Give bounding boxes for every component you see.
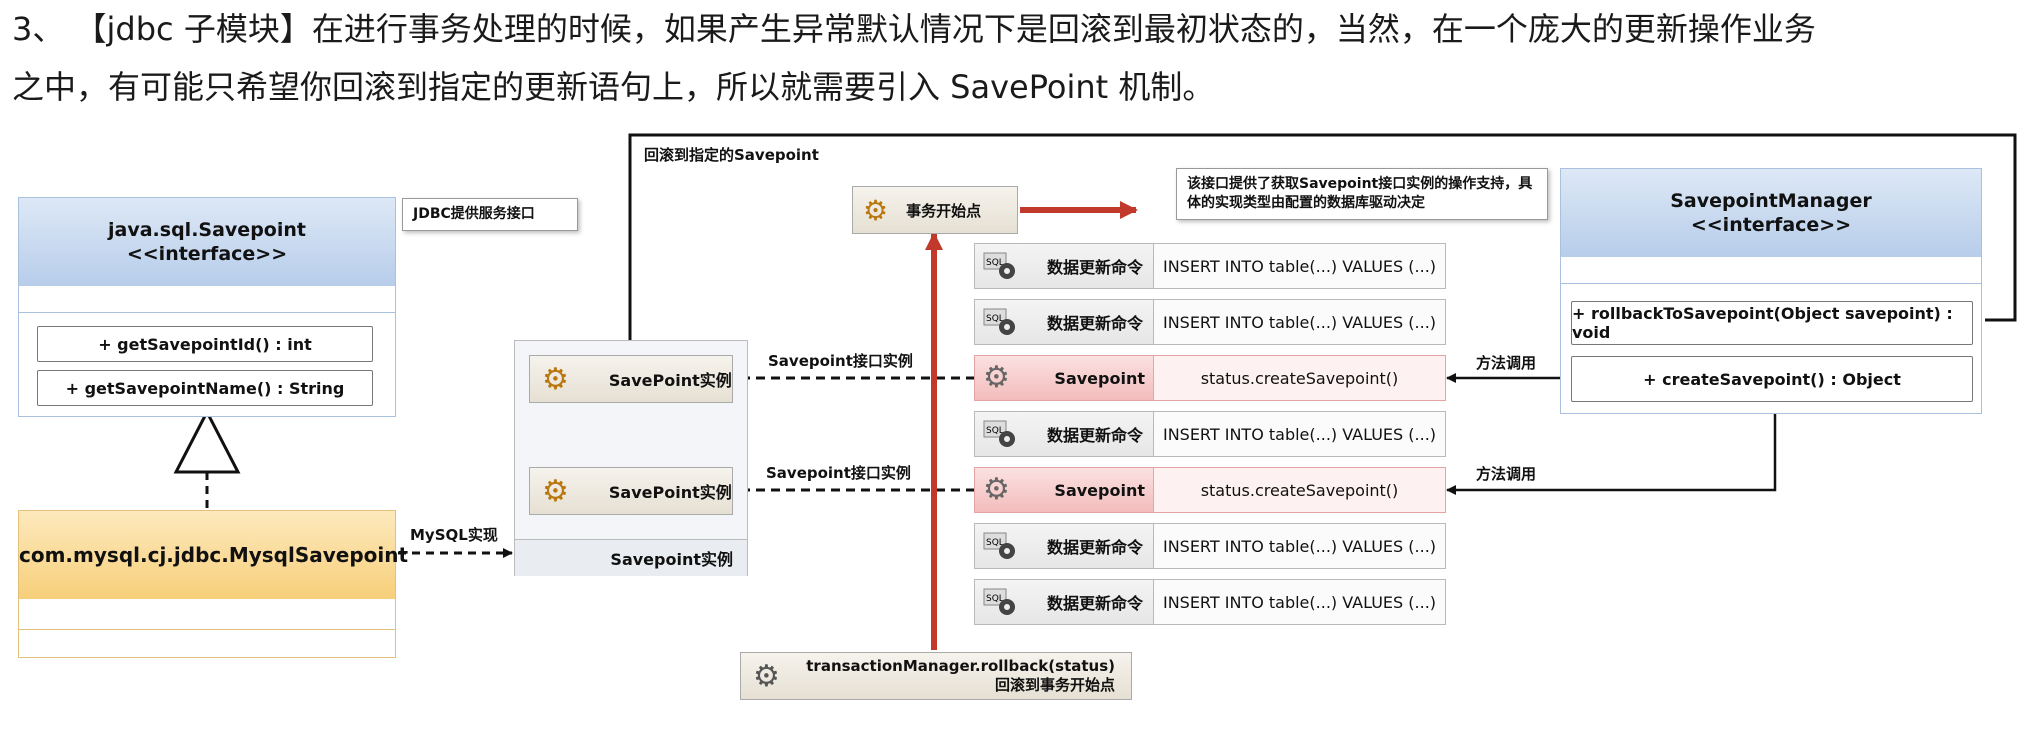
command-row-sql: INSERT INTO table(...) VALUES (...)	[1154, 300, 1445, 344]
method-get-savepoint-id: + getSavepointId() : int	[37, 326, 373, 362]
monitor-gear-icon: ⚙	[753, 659, 780, 694]
mysql-savepoint-attrs	[19, 599, 395, 630]
mysql-savepoint-class: com.mysql.cj.jdbc.MysqlSavepoint	[18, 510, 408, 658]
jdbc-callout: JDBC提供服务接口	[402, 198, 578, 231]
savepoint-row-sql: status.createSavepoint()	[1154, 356, 1445, 400]
savepoint-manager-attrs	[1561, 257, 1981, 284]
savepoint-interface-attrs	[19, 286, 395, 313]
savepoint-manager-stereotype: <<interface>>	[1690, 214, 1852, 236]
rollback-text: transactionManager.rollback(status) 回滚到事…	[806, 657, 1115, 695]
savepoint-row: ⚙ Savepoint status.createSavepoint()	[974, 355, 1446, 401]
instances-container: ⚙ SavePoint实例 ⚙ SavePoint实例 Savepoint实例	[514, 340, 748, 576]
savepoint-manager-name: SavepointManager	[1670, 190, 1872, 212]
command-row-sql: INSERT INTO table(...) VALUES (...)	[1154, 244, 1445, 288]
rollback-line-2: 回滚到事务开始点	[994, 676, 1115, 694]
sql-gear-icon: SQL	[983, 588, 1017, 616]
arrow-label-2: Savepoint接口实例	[766, 464, 911, 482]
command-row-sql: INSERT INTO table(...) VALUES (...)	[1154, 412, 1445, 456]
command-row-label: 数据更新命令	[1046, 594, 1143, 613]
instance-item-2-label: SavePoint实例	[608, 483, 732, 502]
svg-text:SQL: SQL	[986, 426, 1004, 436]
command-row-sql: INSERT INTO table(...) VALUES (...)	[1154, 580, 1445, 624]
arrow-label-1: Savepoint接口实例	[768, 352, 913, 370]
rollback-line-1: transactionManager.rollback(status)	[806, 657, 1115, 675]
svg-text:SQL: SQL	[986, 258, 1004, 268]
savepoint-manager-header: SavepointManager <<interface>>	[1561, 169, 1981, 257]
command-row-sql: INSERT INTO table(...) VALUES (...)	[1154, 524, 1445, 568]
call-label-1: 方法调用	[1476, 354, 1537, 372]
gear-icon: ⚙	[542, 473, 569, 509]
gear-icon: ⚙	[983, 360, 1010, 395]
sql-gear-icon: SQL	[983, 532, 1017, 560]
command-row: SQL 数据更新命令 INSERT INTO table(...) VALUES …	[974, 579, 1446, 625]
heading-line-2: 之中，有可能只希望你回滚到指定的更新语句上，所以就需要引入 SavePoint …	[12, 68, 1215, 106]
savepoint-row-label: Savepoint	[1054, 368, 1145, 388]
command-row: SQL 数据更新命令 INSERT INTO table(...) VALUES …	[974, 411, 1446, 457]
instance-item-1-label: SavePoint实例	[608, 371, 732, 390]
rollback-box: ⚙ transactionManager.rollback(status) 回滚…	[740, 652, 1132, 700]
rollback-loop-line	[625, 133, 2017, 353]
savepoint-row-sql: status.createSavepoint()	[1154, 468, 1445, 512]
instances-footer: Savepoint实例	[515, 539, 747, 576]
manager-callout: 该接口提供了获取Savepoint接口实例的操作支持，具体的实现类型由配置的数据…	[1176, 168, 1548, 220]
call-label-2: 方法调用	[1476, 465, 1537, 483]
gear-icon: ⚙	[542, 361, 569, 397]
tx-start-box: ⚙ 事务开始点	[852, 186, 1018, 234]
command-row: SQL 数据更新命令 INSERT INTO table(...) VALUES …	[974, 523, 1446, 569]
savepoint-row: ⚙ Savepoint status.createSavepoint()	[974, 467, 1446, 513]
instance-item-1: ⚙ SavePoint实例	[529, 355, 733, 403]
svg-text:SQL: SQL	[986, 594, 1004, 604]
command-row-label: 数据更新命令	[1046, 538, 1143, 557]
mysql-impl-label: MySQL实现	[410, 526, 498, 544]
top-label: 回滚到指定的Savepoint	[644, 146, 819, 164]
command-row: SQL 数据更新命令 INSERT INTO table(...) VALUES …	[974, 243, 1446, 289]
svg-text:SQL: SQL	[986, 314, 1004, 324]
savepoint-interface-name: java.sql.Savepoint	[108, 219, 306, 241]
sql-gear-icon: SQL	[983, 252, 1017, 280]
savepoint-interface-header: java.sql.Savepoint <<interface>>	[19, 198, 395, 286]
gear-icon: ⚙	[983, 472, 1010, 507]
sql-gear-icon: SQL	[983, 308, 1017, 336]
command-row-label: 数据更新命令	[1046, 426, 1143, 445]
mysql-savepoint-name: com.mysql.cj.jdbc.MysqlSavepoint	[19, 511, 408, 599]
instance-item-2: ⚙ SavePoint实例	[529, 467, 733, 515]
savepoint-row-label: Savepoint	[1054, 480, 1145, 500]
command-row-label: 数据更新命令	[1046, 258, 1143, 277]
method-get-savepoint-name: + getSavepointName() : String	[37, 370, 373, 406]
svg-text:SQL: SQL	[986, 538, 1004, 548]
command-row-label: 数据更新命令	[1046, 314, 1143, 333]
server-gear-icon: ⚙	[863, 193, 889, 227]
tx-start-label: 事务开始点	[906, 201, 982, 220]
realization-triangle	[173, 408, 241, 474]
savepoint-interface-stereotype: <<interface>>	[126, 243, 288, 265]
heading: 3、 【jdbc 子模块】在进行事务处理的时候，如果产生异常默认情况下是回滚到最…	[12, 0, 2022, 116]
heading-line-1: 3、 【jdbc 子模块】在进行事务处理的时候，如果产生异常默认情况下是回滚到最…	[12, 10, 1816, 48]
sql-gear-icon: SQL	[983, 420, 1017, 448]
call-arrow-2	[1446, 402, 1777, 495]
command-row: SQL 数据更新命令 INSERT INTO table(...) VALUES …	[974, 299, 1446, 345]
method-rollback-to-savepoint: + rollbackToSavepoint(Object savepoint) …	[1571, 301, 1973, 345]
method-create-savepoint: + createSavepoint() : Object	[1571, 356, 1973, 402]
savepoint-interface: java.sql.Savepoint <<interface>> + getSa…	[18, 197, 396, 417]
savepoint-manager-interface: SavepointManager <<interface>> + rollbac…	[1560, 168, 1982, 414]
